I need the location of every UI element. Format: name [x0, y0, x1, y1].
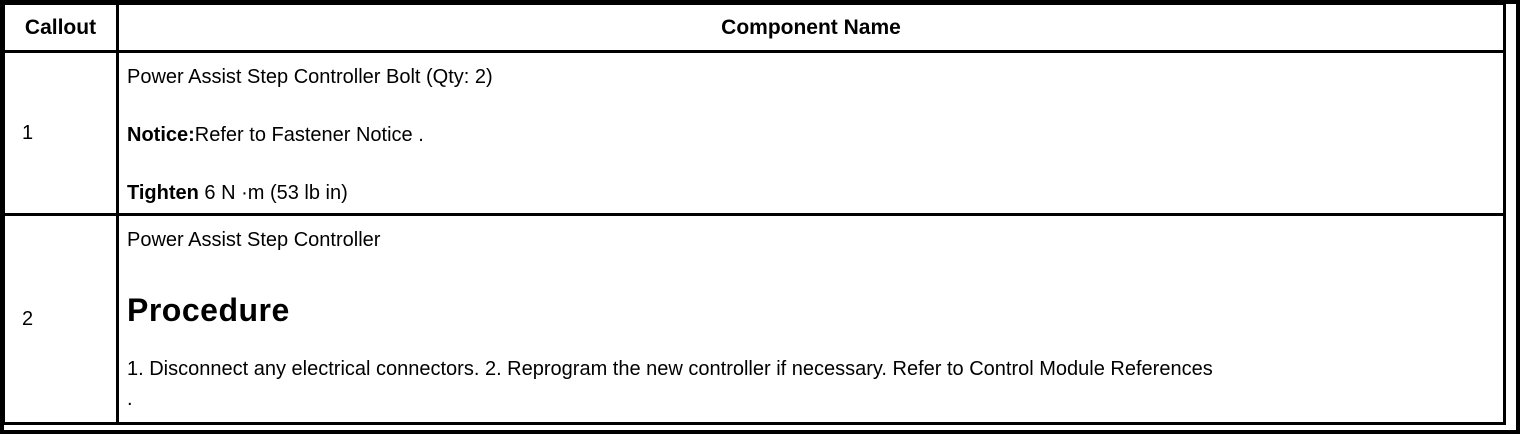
- tighten-label: Tighten: [127, 182, 199, 204]
- component-name-column-header: Component Name: [116, 2, 1506, 53]
- notice-label: Notice:: [127, 124, 195, 146]
- procedure-step-continuation: .: [127, 388, 133, 410]
- procedure-steps: 1. Disconnect any electrical connectors.…: [127, 354, 1491, 414]
- component-cell: Power Assist Step Controller Procedure 1…: [116, 213, 1506, 425]
- component-cell: Power Assist Step Controller Bolt (Qty: …: [116, 50, 1506, 216]
- tighten-spec: 6 N ·m (53 lb in): [198, 182, 348, 204]
- table-row: 1 Power Assist Step Controller Bolt (Qty…: [2, 50, 1506, 216]
- callout-number: 2: [2, 213, 119, 425]
- procedure-step-text: 1. Disconnect any electrical connectors.…: [127, 358, 1213, 380]
- callout-number: 1: [2, 50, 119, 216]
- table-header-row: Callout Component Name: [2, 2, 1506, 53]
- notice-text: Refer to Fastener Notice .: [194, 124, 424, 146]
- component-table: Callout Component Name 1 Power Assist St…: [2, 2, 1506, 425]
- table-row: 2 Power Assist Step Controller Procedure…: [2, 213, 1506, 425]
- callout-column-header: Callout: [2, 2, 119, 53]
- component-name-text: Power Assist Step Controller Bolt (Qty: …: [127, 66, 493, 88]
- notice-line: Notice:Refer to Fastener Notice .: [127, 124, 1491, 147]
- procedure-heading: Procedure: [127, 292, 290, 328]
- component-name-text: Power Assist Step Controller: [127, 229, 381, 251]
- tighten-line: Tighten 6 N ·m (53 lb in): [127, 182, 1491, 205]
